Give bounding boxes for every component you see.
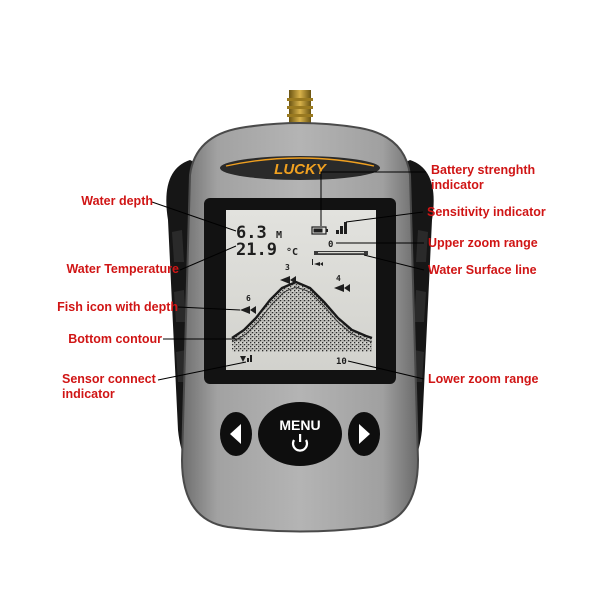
label-battery: Battery strenghth indicator: [431, 163, 591, 193]
battery-icon: [311, 226, 328, 235]
callout-line-sensitivity: [345, 211, 424, 223]
label-battery-line2: indicator: [431, 178, 484, 192]
label-sensitivity: Sensitivity indicator: [427, 205, 546, 219]
brand-logo-text: LUCKY: [274, 161, 328, 178]
bottom-contour-edge: [231, 280, 373, 340]
upper-zoom-value: 0: [328, 240, 333, 250]
callout-line-lower-zoom: [347, 360, 425, 380]
svg-text:3: 3: [285, 263, 290, 272]
label-lower-zoom: Lower zoom range: [428, 372, 539, 386]
label-sensor-connect: Sensor connect indicator: [62, 372, 162, 402]
svg-text:4: 4: [336, 274, 341, 283]
label-fish-icon: Fish icon with depth: [57, 300, 178, 314]
label-battery-line1: Battery strenghth: [431, 163, 536, 177]
callout-line-sensor: [157, 361, 247, 381]
temperature-unit: °C: [286, 247, 298, 258]
callout-line-fish-icon: [177, 306, 241, 311]
fish-icon-small: [312, 259, 323, 266]
callout-line-water-temperature: [179, 245, 237, 271]
lower-zoom-value: 10: [336, 357, 347, 367]
svg-text:6: 6: [246, 294, 251, 303]
callout-lines: [151, 171, 426, 381]
label-water-temperature: Water Temperature: [66, 262, 179, 276]
bottom-contour: [232, 282, 372, 352]
left-arrow-icon: [230, 424, 241, 444]
label-bottom-contour: Bottom contour: [68, 332, 162, 346]
fish-icon-4: 4: [334, 274, 350, 292]
fish-icon-6: 6: [240, 294, 256, 314]
label-sensor-connect-line2: indicator: [62, 387, 115, 401]
label-upper-zoom: Upper zoom range: [428, 236, 538, 250]
label-sensor-connect-line1: Sensor connect: [62, 372, 156, 386]
lcd-screen: 6.3 M 21.9 °C 0 3 4: [226, 210, 376, 370]
left-arrow-button[interactable]: [220, 412, 252, 456]
depth-value: 6.3: [236, 223, 267, 243]
menu-power-button[interactable]: MENU: [258, 402, 342, 466]
right-arrow-button[interactable]: [348, 412, 380, 456]
temperature-value: 21.9: [236, 240, 277, 260]
label-water-surface: Water Surface line: [428, 263, 537, 277]
label-water-depth: Water depth: [81, 194, 153, 208]
brand-badge: LUCKY: [220, 156, 380, 180]
right-arrow-icon: [359, 424, 370, 444]
power-icon: [291, 434, 309, 452]
callout-line-water-surface: [363, 254, 425, 271]
menu-label: MENU: [279, 417, 320, 433]
sensor-connect-icon: [240, 355, 252, 362]
callout-line-water-depth: [151, 201, 237, 232]
fish-icon-3: 3: [280, 263, 296, 284]
callout-line-battery: [320, 171, 426, 226]
sensitivity-indicator-icon: [336, 222, 347, 234]
depth-unit: M: [276, 230, 282, 241]
water-surface-line: [314, 251, 368, 255]
